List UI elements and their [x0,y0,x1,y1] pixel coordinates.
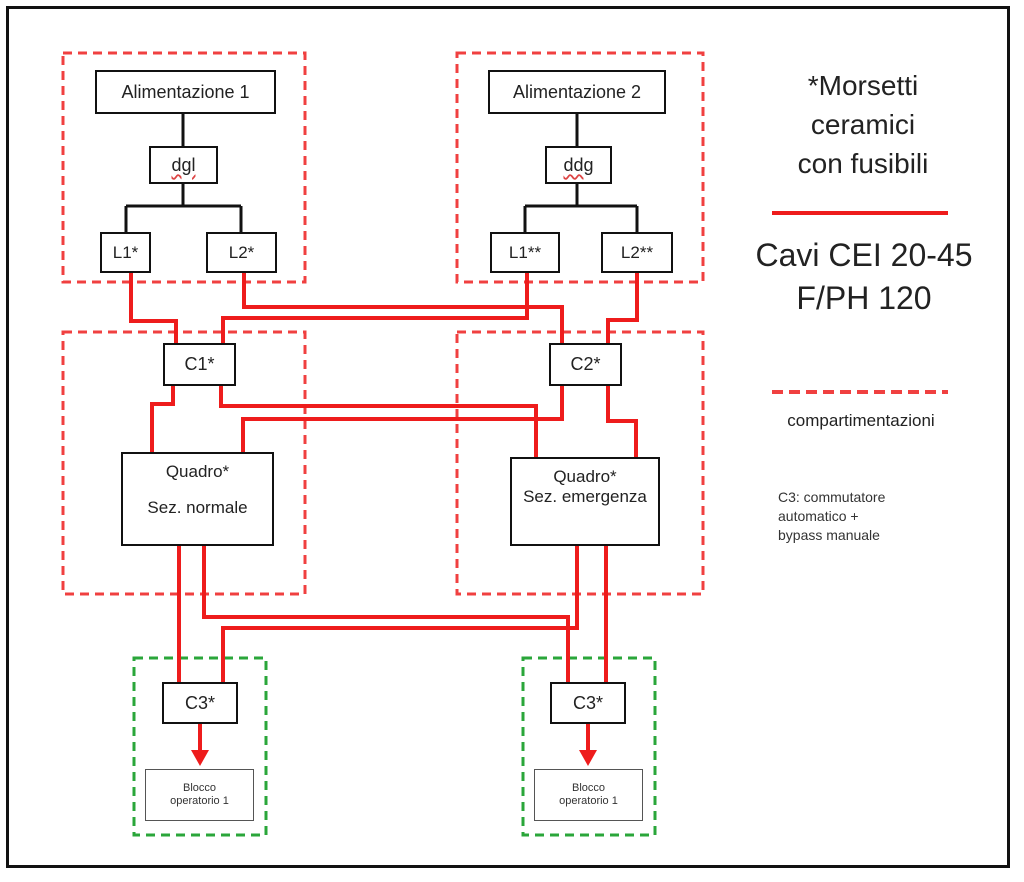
legend-c3-note: C3: commutatore automatico + bypass manu… [778,488,885,545]
legend-morsetti-line2: ceramici [810,109,916,140]
quadro-normale-title: Quadro* [165,462,230,481]
legend-c3-note-line2: automatico + [778,508,859,524]
legend-compartimentazioni: compartimentazioni [787,411,935,430]
alimentazione-2-box: Alimentazione 2 [488,70,666,114]
blocco-operatorio-box-left: Blocco operatorio 1 [145,769,254,821]
connector-dgl-branch [124,184,243,232]
legend-cavi: Cavi CEI 20-45 F/PH 120 [730,234,998,320]
cable-l2-c2 [242,273,564,343]
cable-c1-quadro2 [219,386,538,457]
operating-zone-1 [132,656,268,837]
alimentazione-1-box: Alimentazione 1 [95,70,276,114]
cable-c1-quadro1-left [150,386,175,452]
blocco-left-line2: operatorio 1 [170,795,229,807]
dgl-label: dgl [171,154,196,175]
cable-quadro2-c3left [221,546,579,682]
cable-l2b-c2 [606,273,639,343]
c1-box: C1* [163,343,236,386]
c3-box-left: C3* [162,682,238,724]
cable-quadro1-c3right [202,546,570,682]
quadro-emergenza-title: Quadro* [553,467,617,486]
l1-box-right: L1** [490,232,560,273]
dgl-box: dgl [149,146,218,184]
arrow-head-2 [579,750,597,766]
l2-box-right: L2** [601,232,673,273]
l1-box-left: L1* [100,232,151,273]
l2-box-left: L2* [206,232,277,273]
cable-l1-c1 [129,273,178,343]
c3-box-right: C3* [550,682,626,724]
compartment-normal [61,330,307,596]
blocco-right-line2: operatorio 1 [559,795,618,807]
blocco-left-line1: Blocco [182,782,217,794]
quadro-emergenza-subtitle: Sez. emergenza [523,487,647,506]
compartment-supply-2 [455,51,705,284]
legend-c3-note-line3: bypass manuale [778,527,880,543]
legend-morsetti: *Morsetti ceramici con fusibili [765,66,961,183]
legend-morsetti-line1: *Morsetti [807,70,919,101]
quadro-emergenza-box: Quadro* Sez. emergenza [510,457,660,546]
quadro-normale-box: Quadro* Sez. normale [121,452,274,546]
blocco-operatorio-box-right: Blocco operatorio 1 [534,769,643,821]
arrow-head-1 [191,750,209,766]
legend-c3-note-line1: C3: commutatore [778,489,886,505]
cable-c2-quadro1 [241,386,564,452]
blocco-right-line1: Blocco [571,782,606,794]
legend-cavi-line1: Cavi CEI 20-45 [755,237,973,273]
ddg-label: ddg [563,154,594,175]
legend-cavi-line2: F/PH 120 [796,280,932,316]
operating-zone-2 [521,656,657,837]
c2-box: C2* [549,343,622,386]
quadro-normale-subtitle: Sez. normale [147,498,248,517]
compartment-emergency [455,330,705,596]
legend-morsetti-line3: con fusibili [797,148,929,179]
connector-ddg-branch [523,184,639,232]
ddg-box: ddg [545,146,612,184]
diagram-frame [6,6,1010,868]
cable-l1b-c1 [221,273,529,343]
cable-c2-quadro2-right [606,386,638,457]
compartment-supply-1 [61,51,307,284]
